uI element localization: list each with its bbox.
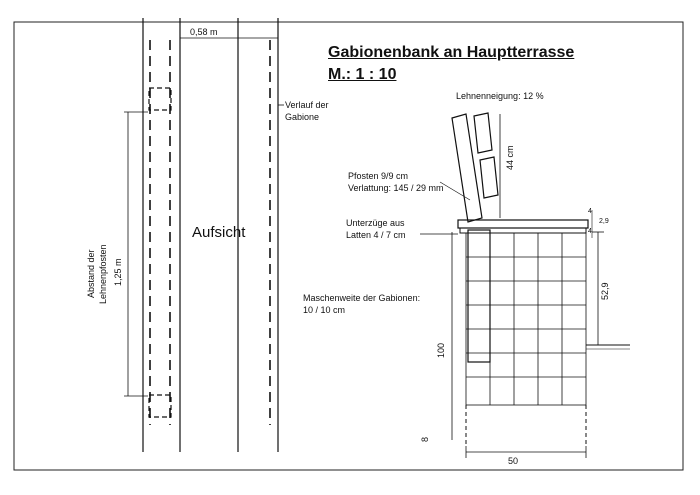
width-dimension: 50 xyxy=(508,456,519,466)
backrest-incline-label: Lehnenneigung: 12 % xyxy=(456,91,544,101)
seat-slats xyxy=(457,219,589,229)
plan-view xyxy=(124,18,284,452)
post-bottom xyxy=(148,394,172,418)
backrest-height-dimension: 44 cm xyxy=(505,145,515,170)
mesh-label-line2: 10 / 10 cm xyxy=(303,305,346,315)
post-spacing-label-line1: Abstand der xyxy=(86,249,96,298)
drawing-scale: M.: 1 : 10 xyxy=(328,66,397,83)
gabion-grid xyxy=(465,232,587,406)
embed-depth-dimension: 8 xyxy=(420,436,430,442)
post-top xyxy=(148,87,172,111)
seat-height-dimension: 52,9 xyxy=(600,282,610,300)
post-spacing-label-line2: Lehnenpfosten xyxy=(98,244,108,304)
gabion-note-line1: Verlauf der xyxy=(285,100,329,110)
slat-dim-bottom: 4 xyxy=(588,228,592,235)
posts-leader xyxy=(439,181,471,201)
slat-dim-mid: 2,9 xyxy=(599,218,609,225)
posts-label-line2: Verlattung: 145 / 29 mm xyxy=(348,183,444,193)
joists-label-line1: Unterzüge aus xyxy=(346,218,405,228)
posts-label-line1: Pfosten 9/9 cm xyxy=(348,171,409,181)
section-view xyxy=(420,112,630,458)
joists-label-line2: Latten 4 / 7 cm xyxy=(346,230,406,240)
backrest-slat-front-lower xyxy=(479,156,499,199)
drawing-frame xyxy=(13,21,684,471)
total-height-dimension: 100 xyxy=(436,342,446,358)
backrest-slat-front-upper xyxy=(473,112,493,154)
mesh-label-line1: Maschenweite der Gabionen: xyxy=(303,293,421,303)
backrest-post xyxy=(467,229,491,363)
gabion-note-line2: Gabione xyxy=(285,112,320,122)
slat-dim-top: 4 xyxy=(588,208,592,215)
post-spacing-value: 1,25 m xyxy=(113,258,123,286)
backrest-slat-rear xyxy=(451,113,483,223)
plan-width-dimension: 0,58 m xyxy=(190,27,218,37)
plan-view-label: Aufsicht xyxy=(192,224,246,241)
drawing-title: Gabionenbank an Hauptterrasse xyxy=(328,44,575,61)
